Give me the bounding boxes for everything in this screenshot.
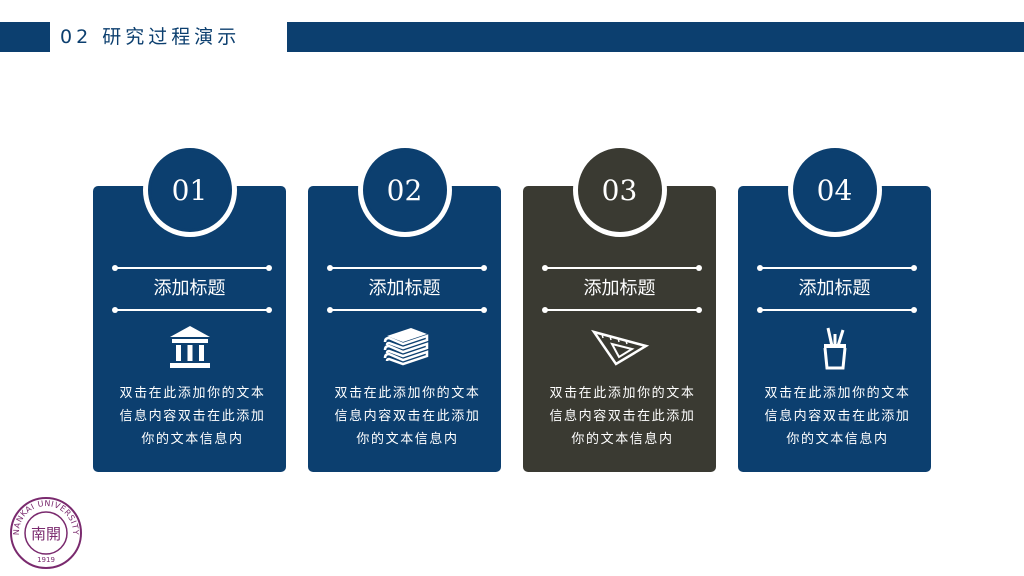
divider bbox=[542, 307, 702, 313]
divider bbox=[112, 265, 272, 271]
bank-building-icon bbox=[169, 326, 210, 368]
divider bbox=[757, 307, 917, 313]
header-accent-bar-right bbox=[287, 22, 1024, 52]
card-description: 双击在此添加你的文本信息内容双击在此添加你的文本信息内 bbox=[764, 386, 911, 447]
divider bbox=[327, 265, 487, 271]
step-number: 01 bbox=[150, 151, 229, 229]
header-accent-bar-left bbox=[0, 22, 50, 52]
set-square-icon bbox=[590, 329, 649, 366]
card-description: 双击在此添加你的文本信息内容双击在此添加你的文本信息内 bbox=[334, 386, 481, 447]
card-title: 添加标题 bbox=[368, 278, 441, 299]
step-number: 03 bbox=[580, 151, 659, 229]
seal-year: 1919 bbox=[37, 556, 55, 564]
step-number-badge: 04 bbox=[787, 143, 882, 237]
divider bbox=[327, 307, 487, 313]
card-title: 添加标题 bbox=[798, 278, 871, 299]
card-title: 添加标题 bbox=[153, 278, 226, 299]
step-number: 04 bbox=[795, 151, 874, 229]
card-description: 双击在此添加你的文本信息内容双击在此添加你的文本信息内 bbox=[549, 386, 696, 447]
step-number-badge: 01 bbox=[142, 143, 237, 237]
step-card-2: 02 添加标题 双击在此添加你的文本信息内容双击在此添加你的文本信息内 bbox=[308, 143, 501, 472]
divider bbox=[542, 265, 702, 271]
step-card-3: 03 添加标题 双击在此添加你的文本信息内容双击在此添加你的文本信息内 bbox=[523, 143, 716, 472]
step-card-4: 04 添加标题 双击在此添加你的文本信息内容双击在此添加你的文本信息内 bbox=[738, 143, 931, 472]
card-title: 添加标题 bbox=[583, 278, 656, 299]
section-title: 02 研究过程演示 bbox=[60, 26, 241, 48]
card-description: 双击在此添加你的文本信息内容双击在此添加你的文本信息内 bbox=[119, 386, 266, 447]
university-seal-logo: NANKAI UNIVERSITY 1919 南開 bbox=[10, 497, 82, 569]
step-number-badge: 03 bbox=[572, 143, 667, 237]
divider bbox=[757, 265, 917, 271]
pencil-cup-icon bbox=[823, 327, 846, 370]
step-number: 02 bbox=[365, 151, 444, 229]
step-number-badge: 02 bbox=[357, 143, 452, 237]
step-card-1: 01 添加标题 双击在此添加你的文本信息内容双击在此添加你的文本信息内 bbox=[93, 143, 286, 472]
divider bbox=[112, 307, 272, 313]
book-stack-icon bbox=[383, 328, 428, 366]
seal-center-text: 南開 bbox=[31, 525, 61, 543]
